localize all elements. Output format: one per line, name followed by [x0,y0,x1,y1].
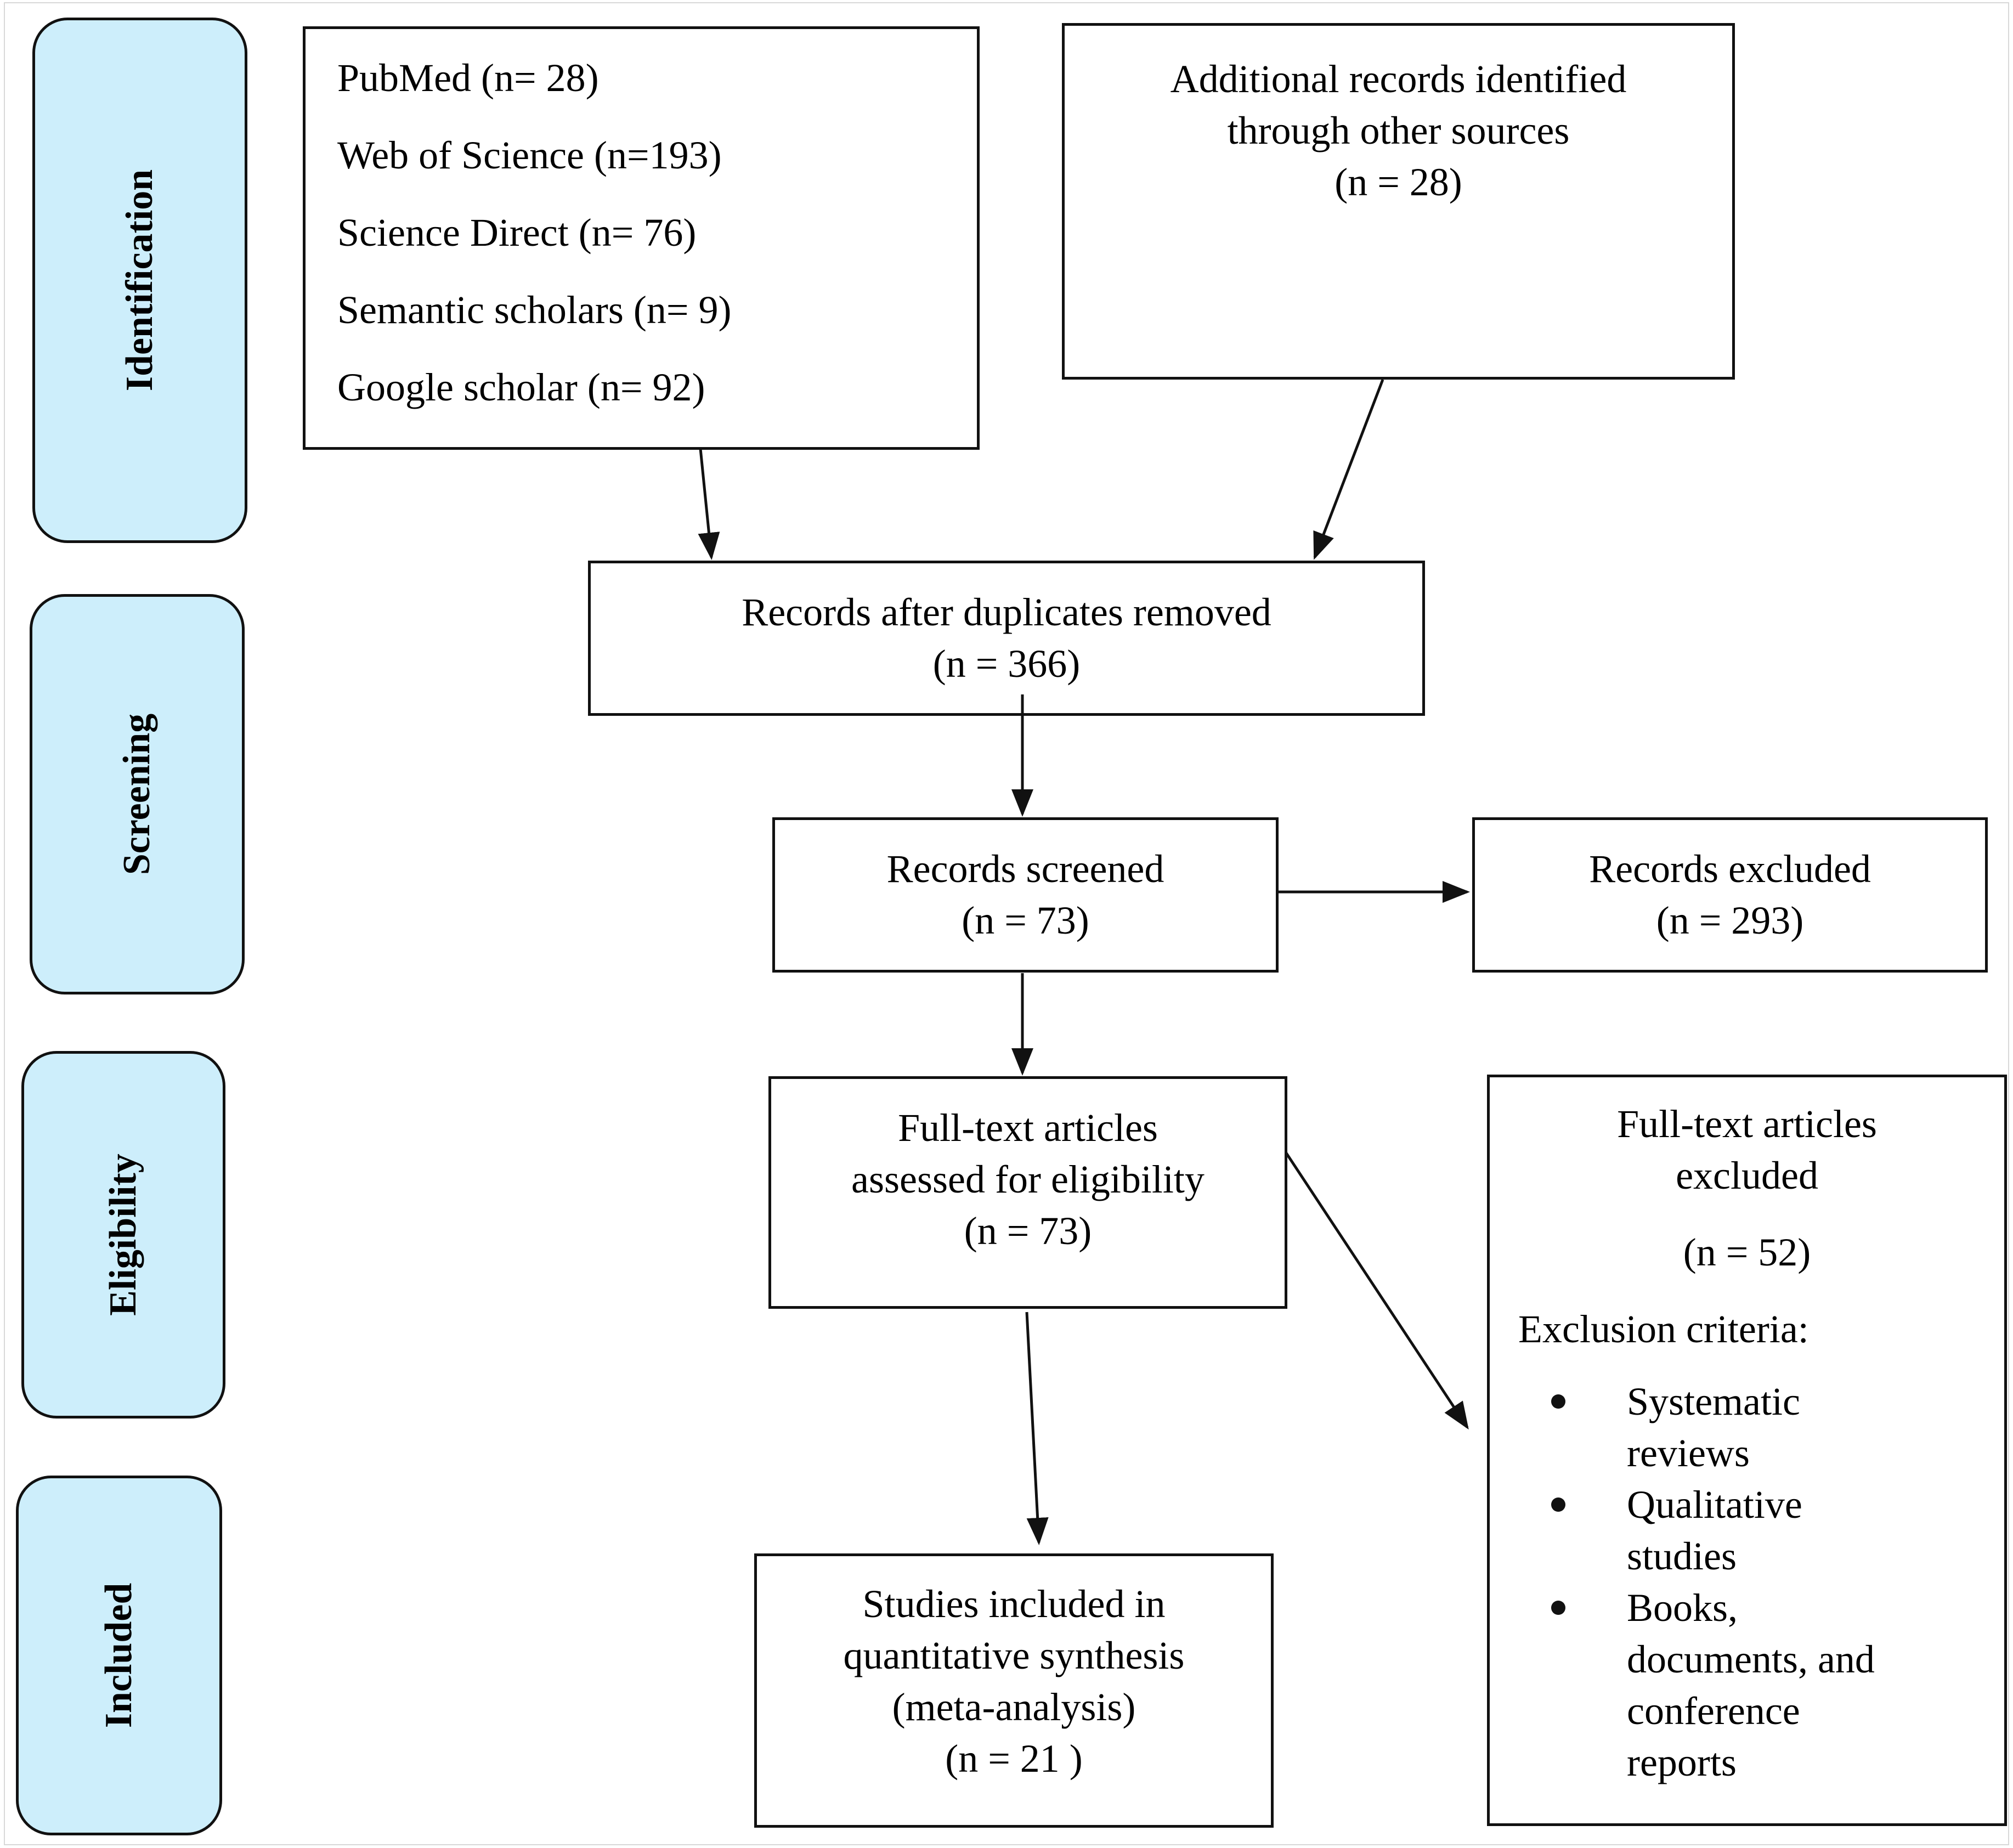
fulltext-excluded-line2: excluded [1676,1154,1818,1197]
other-sources-line2: through other sources [1227,109,1570,152]
criteria-item-books-documents: Books, documents, and conference reports [1490,1582,2004,1788]
fulltext-assessed-line1: Full-text articles [898,1106,1158,1150]
records-screened-count: (n = 73) [962,898,1089,942]
phase-identification: Identification [32,18,247,543]
criteria-text: Books, [1627,1586,1738,1630]
records-excluded-count: (n = 293) [1656,898,1804,942]
arrow-fulltext-to-included [1025,1312,1049,1545]
database-google-scholar: Google scholar (n= 92) [337,365,705,409]
phase-screening: Screening [30,594,245,994]
arrow-databases-to-duplicates [698,448,720,560]
criteria-text: Qualitative [1627,1483,1802,1527]
studies-included-box: Studies included in quantitative synthes… [754,1553,1274,1828]
duplicates-removed-box: Records after duplicates removed (n = 36… [588,561,1425,716]
bullet-icon [1551,1394,1565,1409]
criteria-text: documents, and [1627,1637,1875,1681]
criteria-text: reviews [1627,1431,1750,1475]
phase-included: Included [16,1476,222,1835]
fulltext-excluded-box: Full-text articles excluded (n = 52) Exc… [1487,1075,2007,1826]
exclusion-criteria-title: Exclusion criteria: [1518,1307,1809,1351]
studies-included-line3: (meta-analysis) [892,1685,1136,1729]
databases-box: PubMed (n= 28) Web of Science (n=193) Sc… [303,26,980,450]
other-sources-box: Additional records identified through ot… [1062,23,1735,380]
database-science-direct: Science Direct (n= 76) [337,211,697,255]
fulltext-assessed-box: Full-text articles assessed for eligibil… [768,1076,1287,1309]
fulltext-assessed-count: (n = 73) [964,1209,1092,1253]
duplicates-removed-label: Records after duplicates removed [742,590,1271,634]
fulltext-excluded-count: (n = 52) [1683,1230,1811,1274]
criteria-text: conference [1627,1689,1800,1733]
duplicates-removed-count: (n = 366) [932,642,1081,686]
arrow-fulltext-to-excluded [1285,1152,1469,1430]
other-sources-line1: Additional records identified [1170,57,1627,101]
studies-included-line1: Studies included in [862,1582,1166,1626]
database-pubmed: PubMed (n= 28) [337,56,599,100]
criteria-text: reports [1627,1740,1737,1784]
studies-included-line2: quantitative synthesis [843,1634,1185,1677]
other-sources-count: (n = 28) [1335,160,1462,204]
bullet-icon [1551,1497,1565,1512]
records-excluded-label: Records excluded [1589,847,1871,891]
arrow-other-to-duplicates [1313,379,1384,560]
criteria-text: studies [1627,1534,1737,1578]
records-screened-box: Records screened (n = 73) [772,817,1279,973]
connector-arrows [698,379,1470,1545]
records-excluded-box: Records excluded (n = 293) [1472,817,1988,973]
criteria-text: Systematic [1627,1380,1800,1423]
studies-included-count: (n = 21 ) [945,1737,1083,1781]
fulltext-assessed-line2: assessed for eligibility [851,1157,1205,1201]
flow-diagram: Identification Screening Eligibility Inc… [4,2,2009,1845]
database-web-of-science: Web of Science (n=193) [337,133,722,177]
records-screened-label: Records screened [886,847,1164,891]
fulltext-excluded-line1: Full-text articles [1617,1102,1877,1146]
exclusion-criteria-list: Systematic reviews Qualitative studies B… [1490,1376,2004,1788]
bullet-icon [1551,1601,1565,1615]
phase-eligibility: Eligibility [21,1051,225,1419]
criteria-item-qualitative-studies: Qualitative studies [1490,1479,2004,1582]
database-semantic-scholars: Semantic scholars (n= 9) [337,288,732,332]
criteria-item-systematic-reviews: Systematic reviews [1490,1376,2004,1479]
